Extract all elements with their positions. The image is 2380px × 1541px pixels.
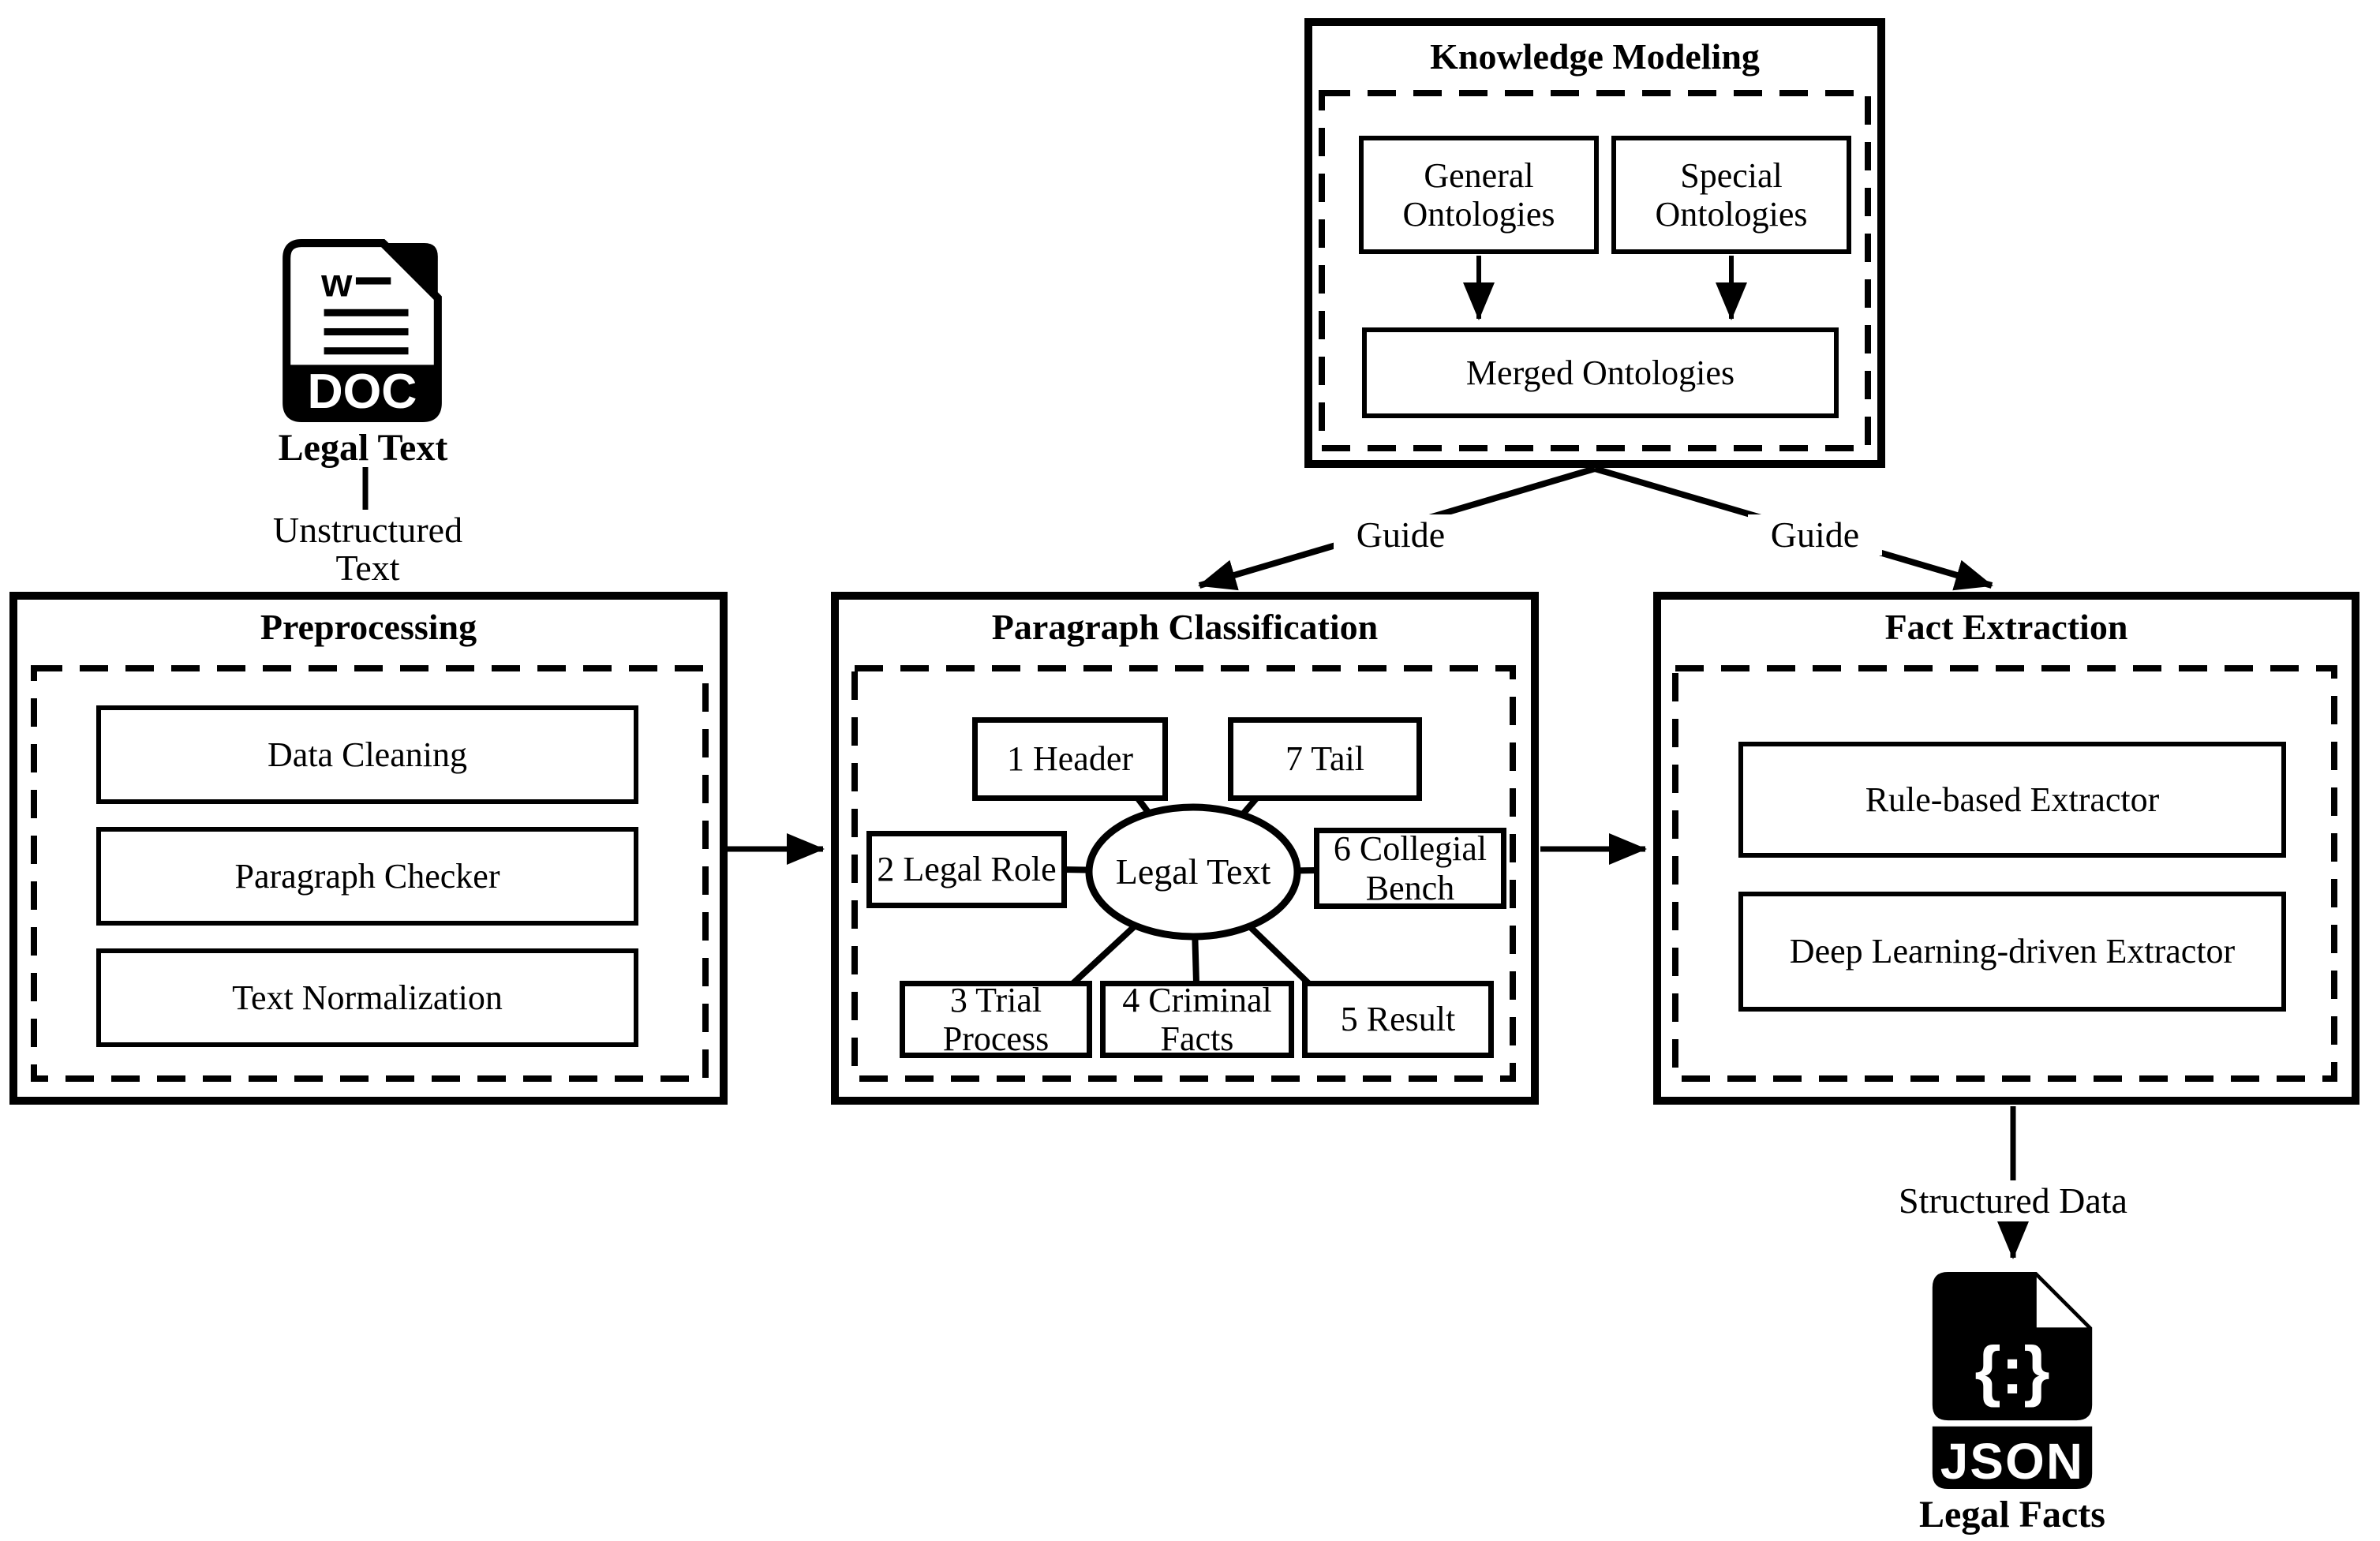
special-ontologies-node: Special Ontologies — [1611, 136, 1851, 254]
structured-data-edge-label: Structured Data — [1891, 1180, 2135, 1222]
rule-based-extractor-node: Rule-based Extractor — [1738, 742, 2286, 858]
knowledge-modeling-box — [1304, 18, 1885, 468]
output-file-label: Legal Facts — [1919, 1494, 2105, 1535]
knowledge-modeling-title: Knowledge Modeling — [1430, 36, 1760, 77]
guide-right-edge-label: Guide — [1748, 514, 1882, 556]
paragraph-checker-node: Paragraph Checker — [96, 827, 638, 926]
preprocessing-title: Preprocessing — [260, 607, 477, 647]
category-tail-node: 7 Tail — [1228, 717, 1422, 801]
fact-extraction-dashed-frame — [1672, 665, 2337, 1082]
legal-text-ellipse-label: Legal Text — [1115, 851, 1271, 892]
fact-extraction-title: Fact Extraction — [1884, 607, 2128, 647]
category-header-node: 1 Header — [972, 717, 1168, 801]
doc-file-icon: w DOC — [283, 239, 442, 422]
merged-ontologies-node: Merged Ontologies — [1362, 327, 1839, 418]
general-ontologies-node: General Ontologies — [1359, 136, 1599, 254]
json-file-icon: {:} JSON — [1932, 1272, 2093, 1489]
json-braces-symbol: {:} — [1974, 1333, 2049, 1408]
json-icon-label: JSON — [1940, 1433, 2085, 1489]
paragraph-classification-dashed-frame — [851, 665, 1516, 1082]
preprocessing-dashed-frame — [31, 665, 709, 1082]
category-legal-role-node: 2 Legal Role — [866, 831, 1067, 908]
input-file-label: Legal Text — [278, 427, 448, 469]
doc-icon-label: DOC — [308, 364, 417, 419]
deep-learning-extractor-node: Deep Learning-driven Extractor — [1738, 892, 2286, 1012]
guide-left-edge-label: Guide — [1334, 514, 1468, 556]
doc-w-marker: w — [320, 260, 353, 305]
paragraph-classification-box — [831, 592, 1539, 1105]
knowledge-modeling-dashed-frame — [1319, 90, 1871, 451]
unstructured-text-edge-label: Unstructured Text — [241, 510, 494, 589]
category-trial-process-node: 3 Trial Process — [900, 981, 1092, 1058]
category-collegial-bench-node: 6 Collegial Bench — [1314, 828, 1506, 909]
category-result-node: 5 Result — [1302, 981, 1494, 1058]
legal-text-ellipse — [1085, 803, 1301, 941]
preprocessing-box — [9, 592, 728, 1105]
category-criminal-facts-node: 4 Criminal Facts — [1100, 981, 1294, 1058]
paragraph-classification-title: Paragraph Classification — [991, 607, 1379, 647]
data-cleaning-node: Data Cleaning — [96, 705, 638, 804]
text-normalization-node: Text Normalization — [96, 948, 638, 1047]
fact-extraction-box — [1653, 592, 2359, 1105]
